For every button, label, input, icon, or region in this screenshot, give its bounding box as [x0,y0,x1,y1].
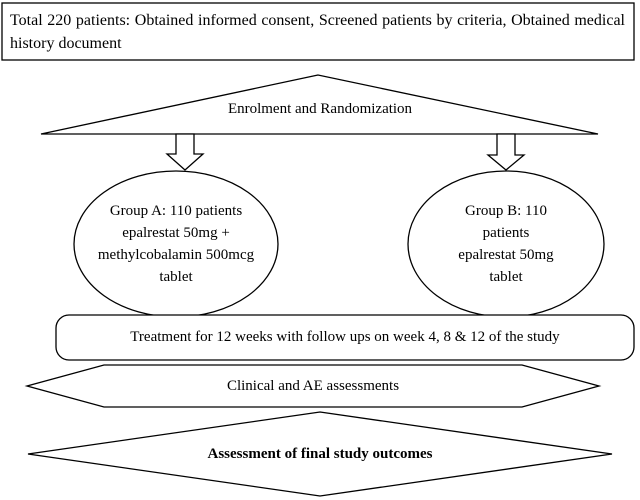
final-label: Assessment of final study outcomes [207,446,433,462]
group-b-line-2: patients [482,225,530,241]
group-b-line-1: Group B: 110 [465,203,547,219]
treatment-box [55,314,635,361]
enrolment-label: Enrolment and Randomization [227,101,413,117]
group-a-line-2: epalrestat 50mg + [122,225,230,241]
assessments-hexagon [24,364,602,408]
group-a-line-1: Group A: 110 patients [109,203,243,219]
header-box [1,2,635,61]
group-a-text: Group A: 110 patients epalrestat 50mg + … [76,200,276,288]
assessments-label: Clinical and AE assessments [226,378,400,394]
final-diamond [27,411,613,497]
treatment-label: Treatment for 12 weeks with follow ups o… [130,329,560,345]
arrow-down-left-icon [165,133,205,171]
arrow-down-right-icon [486,133,526,171]
group-a-line-3: methylcobalamin 500mcg [97,247,255,263]
group-a-line-4: tablet [159,269,193,285]
enrolment-triangle [40,74,599,135]
group-b-line-3: epalrestat 50mg [458,247,554,263]
group-b-text: Group B: 110 patients epalrestat 50mg ta… [426,200,586,288]
group-b-line-4: tablet [489,269,523,285]
header-text: Total 220 patients: Obtained informed co… [10,12,625,52]
